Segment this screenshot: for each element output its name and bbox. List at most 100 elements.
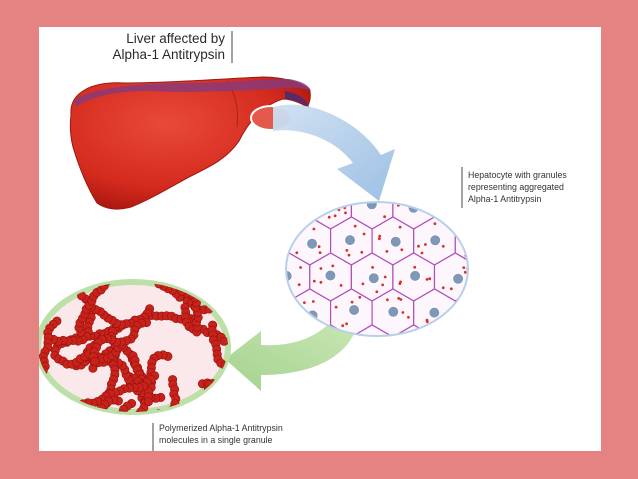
- polymer-label: Polymerized Alpha-1 Antitrypsin molecule…: [152, 423, 283, 451]
- aggregated-granule: [400, 334, 404, 335]
- aggregated-granule: [451, 358, 454, 361]
- aggregated-granule: [430, 324, 434, 328]
- hepatocyte-cell: [247, 145, 289, 193]
- aggregated-granule: [427, 154, 430, 157]
- cell-nucleus: [473, 235, 484, 246]
- aggregated-granule: [362, 353, 365, 356]
- polymer-bead: [69, 423, 77, 431]
- polymer-bead: [189, 408, 199, 412]
- hepatocyte-cell: [538, 217, 580, 265]
- aggregated-granule: [517, 253, 520, 256]
- aggregated-granule: [383, 215, 386, 219]
- hepatocyte-cell: [350, 324, 394, 335]
- hepatocyte-cell: [414, 145, 456, 193]
- aggregated-granule: [588, 161, 591, 164]
- polymer-bead: [241, 387, 249, 395]
- aggregated-granule: [471, 302, 474, 305]
- aggregated-granule: [492, 338, 495, 341]
- hepatocyte-cell: [310, 397, 352, 445]
- aggregated-granule: [560, 396, 563, 399]
- cell-nucleus: [514, 380, 525, 391]
- polymer-bead: [148, 273, 156, 281]
- polymer-bead: [213, 301, 223, 311]
- aggregated-granule: [447, 193, 450, 196]
- polymer-bead: [60, 435, 68, 443]
- polymer-bead: [232, 382, 240, 390]
- aggregated-granule: [319, 280, 323, 284]
- hepatocyte-cell: [559, 397, 601, 445]
- aggregated-granule: [454, 188, 457, 191]
- aggregated-granule: [359, 379, 362, 382]
- polymer-bead: [50, 437, 58, 445]
- cell-nucleus: [261, 237, 272, 248]
- aggregated-granule: [466, 350, 469, 353]
- aggregated-granule: [398, 412, 401, 415]
- aggregated-granule: [346, 369, 349, 372]
- hepatocyte-cell: [497, 289, 539, 337]
- cell-nucleus: [551, 235, 562, 246]
- polymer-bead: [237, 384, 245, 392]
- cell-nucleus: [348, 304, 361, 316]
- aggregated-granule: [405, 394, 408, 397]
- cell-nucleus: [536, 415, 547, 426]
- hepatocyte-cell: [476, 253, 517, 301]
- aggregated-granule: [256, 282, 259, 285]
- polymer-bead: [175, 282, 185, 287]
- cell-nucleus: [366, 418, 377, 429]
- aggregated-granule: [332, 365, 335, 368]
- aggregated-granule: [553, 391, 556, 394]
- hepatocyte-label-line-3: Alpha-1 Antitrypsin: [468, 194, 541, 204]
- cell-nucleus: [530, 274, 541, 285]
- aggregated-granule: [325, 161, 328, 164]
- aggregated-granule: [299, 387, 302, 390]
- aggregated-granule: [488, 282, 491, 285]
- aggregated-granule: [573, 177, 576, 180]
- aggregated-granule: [578, 259, 581, 262]
- aggregated-granule: [327, 215, 331, 219]
- aggregated-granule: [386, 411, 389, 414]
- aggregated-granule: [300, 419, 303, 422]
- aggregated-granule: [487, 391, 490, 394]
- aggregated-granule: [358, 341, 361, 344]
- aggregated-granule: [401, 191, 404, 194]
- polymer-bead: [242, 392, 250, 400]
- aggregated-granule: [528, 372, 531, 375]
- aggregated-granule: [350, 300, 354, 304]
- aggregated-granule: [483, 269, 486, 272]
- polymer-bead: [202, 394, 212, 404]
- hepatocyte-cell: [351, 397, 393, 445]
- aggregated-granule: [441, 286, 445, 290]
- aggregated-granule: [339, 284, 343, 287]
- polymer-bead: [235, 415, 243, 423]
- aggregated-granule: [386, 298, 389, 302]
- cell-nucleus: [306, 237, 319, 250]
- aggregated-granule: [526, 419, 529, 422]
- cell-nucleus: [577, 198, 588, 209]
- aggregated-granule: [582, 409, 585, 412]
- aggregated-granule: [274, 279, 277, 282]
- hepatocyte-cell: [392, 324, 436, 335]
- hepatocyte-cell: [580, 145, 601, 193]
- polymer-bead: [146, 414, 154, 422]
- aggregated-granule: [395, 199, 398, 202]
- aggregated-granule: [527, 154, 530, 157]
- polymer-granule-view: [39, 273, 250, 445]
- aggregated-granule: [493, 436, 496, 439]
- aggregated-granule: [275, 175, 278, 178]
- cell-nucleus: [327, 413, 338, 424]
- aggregated-granule: [487, 320, 490, 323]
- aggregated-granule: [398, 282, 402, 285]
- aggregated-granule: [254, 172, 257, 175]
- cell-nucleus: [489, 342, 500, 353]
- cell-nucleus: [595, 166, 601, 177]
- polymer-bead: [192, 405, 202, 412]
- aggregated-granule: [306, 401, 309, 404]
- aggregated-granule: [318, 251, 322, 255]
- aggregated-granule: [299, 318, 303, 322]
- aggregated-granule: [293, 230, 297, 234]
- polymer-bead: [218, 383, 228, 393]
- cell-nucleus: [389, 235, 402, 248]
- cell-nucleus: [430, 163, 441, 174]
- cell-nucleus: [239, 270, 250, 281]
- aggregated-granule: [516, 153, 519, 156]
